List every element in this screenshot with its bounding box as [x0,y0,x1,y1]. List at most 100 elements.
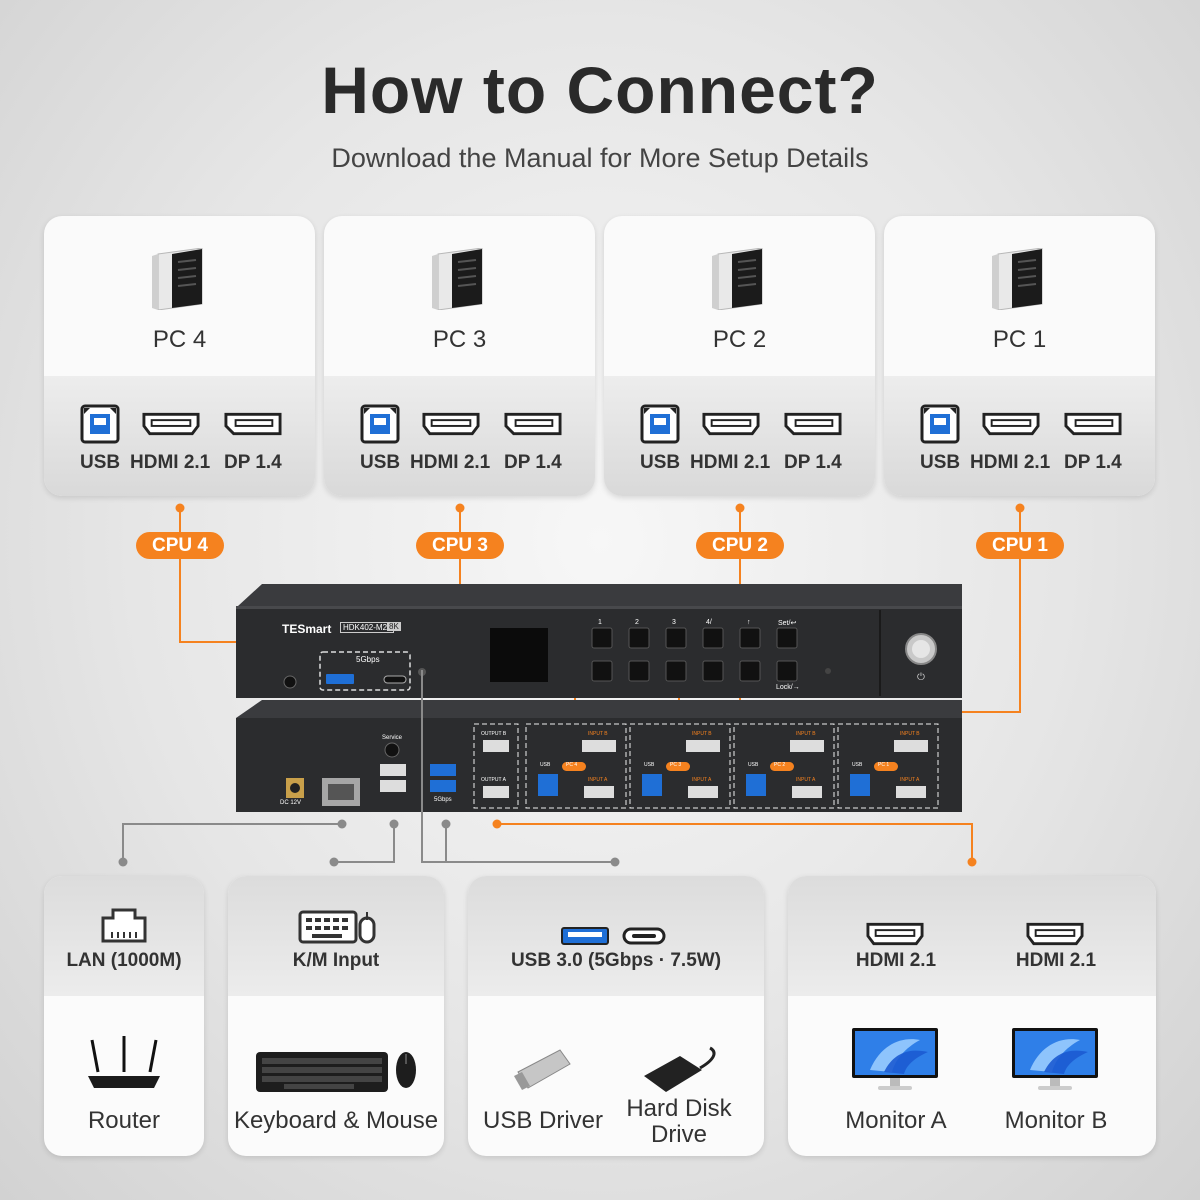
hard-disk-icon [644,1046,716,1092]
km-caption: K/M Input [292,950,380,971]
input-a-label-2: INPUT A [796,777,816,783]
usb-drive-icon [514,1049,571,1090]
button-label-up: ↑ [747,619,751,626]
hdmi-output-line [497,823,973,862]
button-label-4: 4/ [706,619,712,626]
pc-card-2: PC 2 USB HDMI 2.1 DP 1.4 [604,216,875,496]
keyboard-mouse-icon [298,910,376,944]
output-b-label: OUTPUT B [481,731,507,737]
pc-tag-3: PC 3 [670,762,682,768]
input-groups [525,723,939,809]
router-label: Router [87,1107,161,1134]
button-label-3: 3 [672,619,676,626]
front-buttons [591,627,798,682]
pc-tag-1: PC 1 [878,762,890,768]
dc-label: DC 12V [280,800,302,806]
front-usb-speed-label: 5Gbps [356,655,380,664]
button-label-set: Set/↩ [778,620,797,627]
kvm-rear-panel [236,700,962,812]
output-a-label: OUTPUT A [481,777,506,783]
monitor-icon [850,1026,940,1092]
usb-label-1: USB [852,762,863,768]
pc-name: PC 3 [432,326,487,353]
dp-label: DP 1.4 [1064,452,1122,473]
hdmi-caption-b: HDMI 2.1 [1015,950,1097,971]
kvm-front-panel: ⏻ [236,584,962,698]
device-connection-lines [122,670,615,863]
keyboard-icon [256,1052,388,1092]
input-a-label-4: INPUT A [588,777,608,783]
pc-tag-4: PC 4 [566,762,578,768]
cpu-label-2: CPU 2 [696,532,784,559]
usb-label: USB [640,452,681,473]
monitor-a-label: Monitor A [845,1107,947,1134]
input-b-label-1: INPUT B [900,731,920,737]
pc-name: PC 1 [992,326,1047,353]
monitor-card: HDMI 2.1 HDMI 2.1 Monitor A Monitor B [788,876,1156,1156]
usb-a-port-icon [326,674,354,684]
cpu-label-3: CPU 3 [416,532,504,559]
button-label-1: 1 [598,619,602,626]
km-card: K/M Input Keyboard & Mouse [228,876,444,1156]
router-icon [88,1036,160,1088]
brand-logo: TESmart [282,622,332,636]
model-badge: 8K [387,622,401,631]
usb-caption: USB 3.0 (5Gbps · 7.5W) [510,950,722,971]
lan-caption: LAN (1000M) [66,950,182,971]
mouse-icon [396,1052,416,1088]
hdmi-label: HDMI 2.1 [970,452,1051,473]
page-title: How to Connect? [321,53,879,127]
lan-card: LAN (1000M) Router [44,876,204,1156]
pc-name: PC 4 [152,326,207,353]
front-usb-line [421,670,615,863]
page-subtitle: Download the Manual for More Setup Detai… [331,143,869,173]
km-line [334,824,395,863]
button-label-lock: Lock/→ [776,684,800,691]
pc-card-4: PC 4 USB HDMI 2.1 DP 1.4 [44,216,315,496]
input-b-label-2: INPUT B [796,731,816,737]
audio-jack-icon [283,675,297,689]
usb-label: USB [360,452,401,473]
usb-c-port-icon [622,927,666,945]
usb-driver-label: USB Driver [482,1107,603,1134]
dp-label: DP 1.4 [784,452,842,473]
hdmi-port-icon [866,922,924,946]
pc-name: PC 2 [712,326,767,353]
button-label-2: 2 [635,619,639,626]
usb-c-port-icon [383,675,407,684]
usb-label: USB [80,452,121,473]
usb-card: USB 3.0 (5Gbps · 7.5W) USB Driver Hard D… [468,876,764,1156]
hdmi-port-icon [1026,922,1084,946]
dp-label: DP 1.4 [504,452,562,473]
rear-usb-speed-label: 5Gbps [434,797,452,803]
pc-card-1: PC 1 USB HDMI 2.1 DP 1.4 [884,216,1155,496]
service-label: Service [382,735,403,741]
input-a-label-3: INPUT A [692,777,712,783]
input-b-label-3: INPUT B [692,731,712,737]
svg-text:⏻: ⏻ [917,672,925,683]
hard-disk-label: Hard Disk Drive [626,1095,732,1148]
device-connection-dots [118,819,620,867]
usb-label-4: USB [540,762,551,768]
monitor-icon [1010,1026,1100,1092]
lan-line [122,823,342,862]
input-b-label-4: INPUT B [588,731,608,737]
usb-label-2: USB [748,762,759,768]
cpu-label-4: CPU 4 [136,532,224,559]
hdmi-label: HDMI 2.1 [410,452,491,473]
pc-card-3: PC 3 USB HDMI 2.1 DP 1.4 [324,216,595,496]
rear-port-blocks [538,740,928,798]
hdmi-label: HDMI 2.1 [130,452,211,473]
usb-a-port-icon [561,927,609,945]
pc-tags [562,762,898,771]
lcd-display [490,628,548,682]
usb-label-3: USB [644,762,655,768]
ethernet-port-icon [101,908,147,943]
pc-tag-2: PC 2 [774,762,786,768]
dp-label: DP 1.4 [224,452,282,473]
input-a-label-1: INPUT A [900,777,920,783]
hdmi-caption-a: HDMI 2.1 [855,950,937,971]
cpu-label-1: CPU 1 [976,532,1064,559]
usb-label: USB [920,452,961,473]
